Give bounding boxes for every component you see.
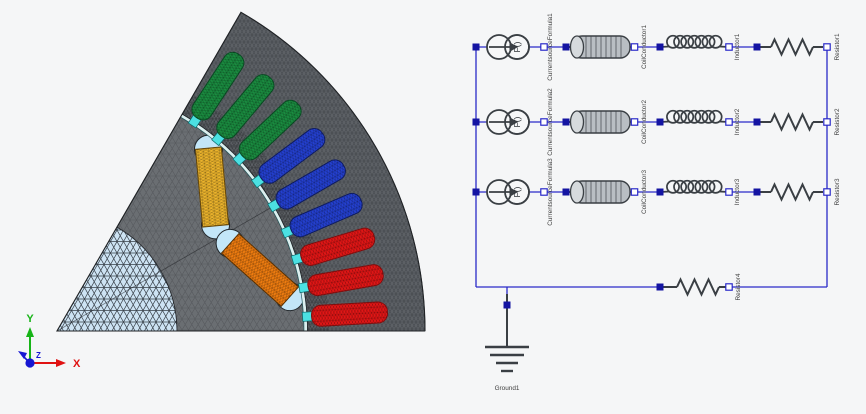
component-pins <box>540 43 831 291</box>
label-resistor-2: Resistor2 <box>834 108 841 135</box>
slot-mesh <box>290 193 363 237</box>
inductor-3[interactable] <box>659 179 730 194</box>
label-current-source-1: CurrentsourceFormula1 <box>547 13 554 81</box>
label-coil-conductor-1: CoilConductor1 <box>641 25 648 69</box>
component-labels: CurrentsourceFormula1 CoilConductor1 Ind… <box>495 13 841 392</box>
label-ground-1: Ground1 <box>495 385 520 392</box>
coil-conductor-2[interactable] <box>565 110 637 134</box>
resistor-4[interactable] <box>662 278 730 296</box>
model-sector-outline <box>56 11 426 332</box>
stator-slot-green-1[interactable] <box>229 96 305 170</box>
resistor-3[interactable] <box>756 183 824 201</box>
magnet-mesh <box>195 146 229 228</box>
z-axis-arrowhead <box>18 351 27 359</box>
z-axis-label: Z <box>36 351 41 360</box>
junction-nodes <box>472 43 761 309</box>
slot-mesh <box>276 159 346 210</box>
label-inductor-1: Inductor1 <box>734 33 741 60</box>
current-source-1[interactable] <box>486 34 530 60</box>
shaft-mesh <box>57 227 177 331</box>
wire-net[interactable] <box>475 46 828 302</box>
label-resistor-4: Resistor4 <box>735 273 742 300</box>
label-inductor-3: Inductor3 <box>734 178 741 205</box>
stator-slot-red-1[interactable] <box>301 301 389 327</box>
resistor-2[interactable] <box>756 113 824 131</box>
stator-slot-blue-1[interactable] <box>279 190 365 243</box>
x-axis-arrowhead <box>56 359 66 367</box>
current-source-3[interactable] <box>486 179 530 205</box>
stator-slot-green-2[interactable] <box>207 71 278 150</box>
coil-conductor-3[interactable] <box>565 180 637 204</box>
inductor-1[interactable] <box>659 34 730 49</box>
stator-mesh <box>182 12 425 332</box>
stator-slot-red-2[interactable] <box>297 263 384 298</box>
stator-slot-green-3[interactable] <box>183 49 247 132</box>
y-axis-arrowhead <box>26 327 34 337</box>
external-circuit-schematic[interactable]: F() <box>440 0 866 414</box>
inductor-2[interactable] <box>659 109 730 124</box>
coil-conductor-1[interactable] <box>565 35 637 59</box>
label-current-source-2: CurrentsourceFormula2 <box>547 88 554 156</box>
slot-mesh <box>216 74 274 139</box>
label-inductor-2: Inductor2 <box>734 108 741 135</box>
label-current-source-3: CurrentsourceFormula3 <box>547 158 554 226</box>
stator-slot-blue-3[interactable] <box>248 125 329 193</box>
slot-mesh <box>191 52 244 120</box>
pole-boundary-line <box>56 206 273 332</box>
slot-mesh <box>258 128 325 184</box>
components <box>483 34 824 373</box>
label-coil-conductor-2: CoilConductor2 <box>641 100 648 144</box>
slot-mesh <box>239 100 302 160</box>
magnet-orange[interactable] <box>210 224 309 317</box>
slot-mesh <box>307 264 384 296</box>
slot-mesh <box>311 301 388 327</box>
label-resistor-3: Resistor3 <box>834 178 841 205</box>
current-source-2[interactable] <box>486 109 530 135</box>
y-axis-label: Y <box>26 313 34 325</box>
motor-mesh-view[interactable]: Y X Z <box>0 0 440 414</box>
resistor-1[interactable] <box>756 38 824 56</box>
label-resistor-1: Resistor1 <box>834 33 841 60</box>
x-axis-label: X <box>73 358 81 370</box>
slot-mesh <box>300 228 375 266</box>
stator-slot-blue-2[interactable] <box>265 156 349 217</box>
stator-slot-red-3[interactable] <box>290 226 377 271</box>
z-axis-ball <box>25 358 35 368</box>
coordinate-triad: Y X Z <box>18 313 81 370</box>
label-coil-conductor-3: CoilConductor3 <box>641 170 648 214</box>
magnet-mesh <box>221 233 299 307</box>
